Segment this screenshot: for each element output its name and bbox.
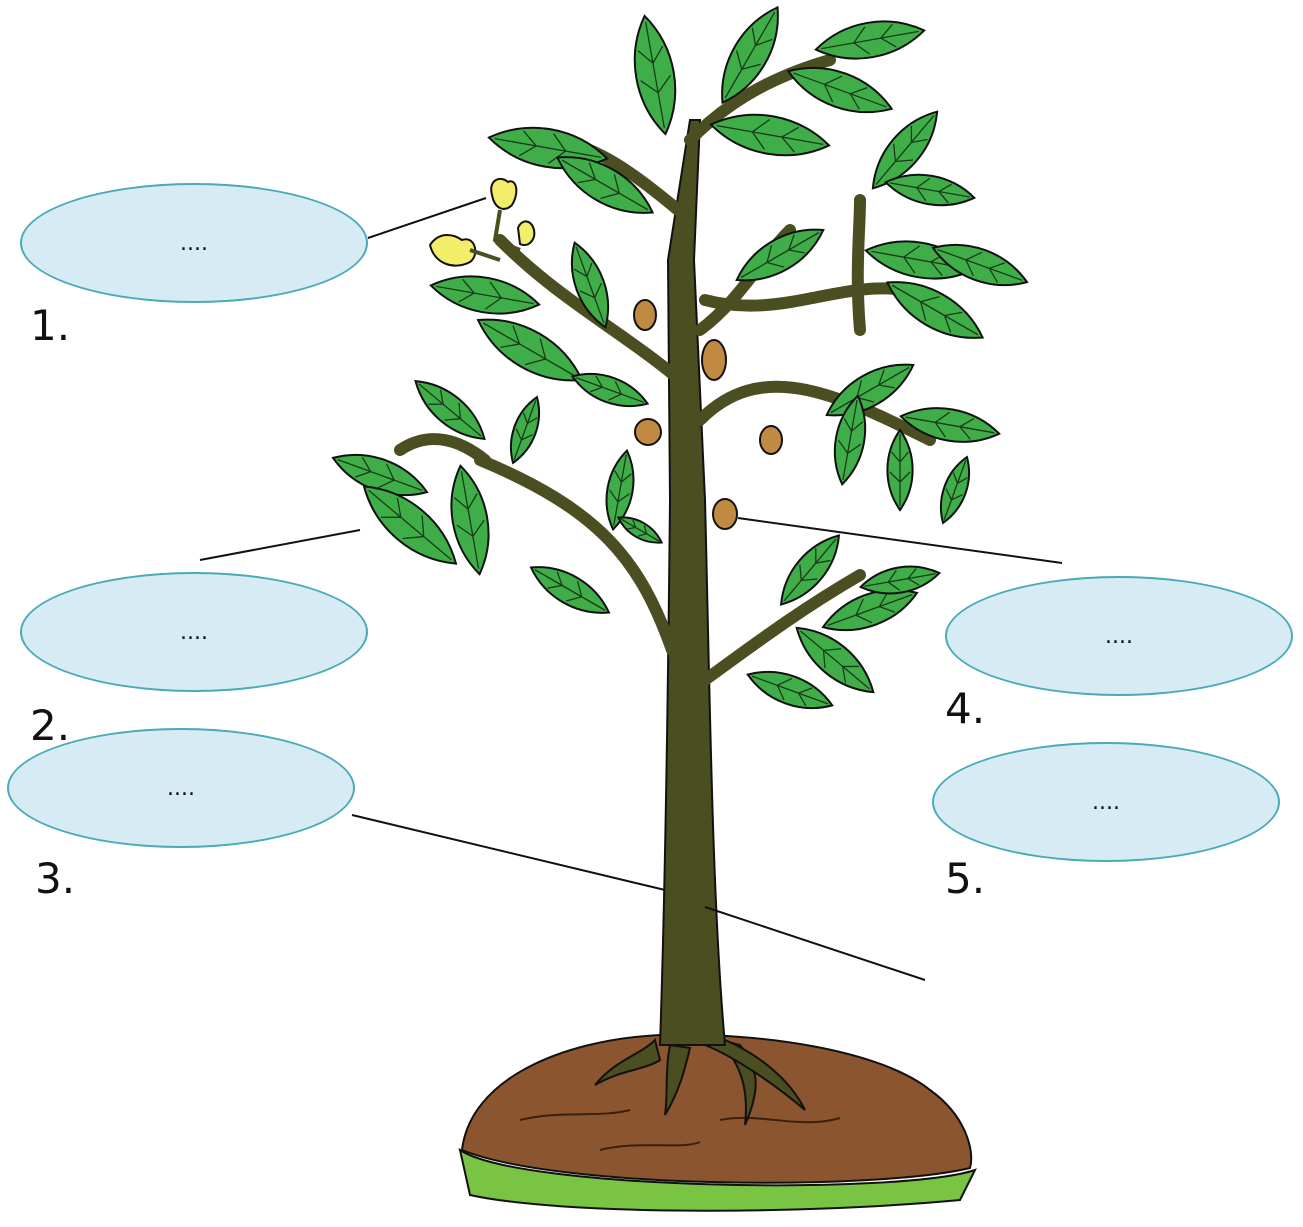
label-number-1: 1. <box>30 305 70 347</box>
flower <box>518 221 534 245</box>
flower <box>491 179 516 209</box>
label-bubble-3[interactable]: .... <box>7 728 355 848</box>
label-number-2: 2. <box>30 705 70 747</box>
label-bubble-5[interactable]: .... <box>932 742 1280 862</box>
soil-mound <box>460 1035 975 1211</box>
label-bubble-1[interactable]: .... <box>20 183 368 303</box>
pointer-line-2 <box>200 530 360 560</box>
fruit <box>634 300 656 330</box>
branches <box>400 60 930 680</box>
fruit <box>760 426 782 454</box>
pointer-line-4 <box>738 518 1062 563</box>
soil <box>462 1035 971 1183</box>
fruit <box>635 419 661 445</box>
trunk <box>660 120 725 1045</box>
pointer-line-5 <box>705 907 925 980</box>
label-number-4: 4. <box>945 688 985 730</box>
label-number-3: 3. <box>35 858 75 900</box>
fruit <box>702 340 726 380</box>
label-bubble-2[interactable]: .... <box>20 572 368 692</box>
pointer-line-3 <box>352 815 665 890</box>
label-number-5: 5. <box>945 858 985 900</box>
flower <box>430 235 475 266</box>
label-bubble-4[interactable]: .... <box>945 576 1293 696</box>
pointer-line-1 <box>368 198 486 238</box>
fruit <box>713 499 737 529</box>
